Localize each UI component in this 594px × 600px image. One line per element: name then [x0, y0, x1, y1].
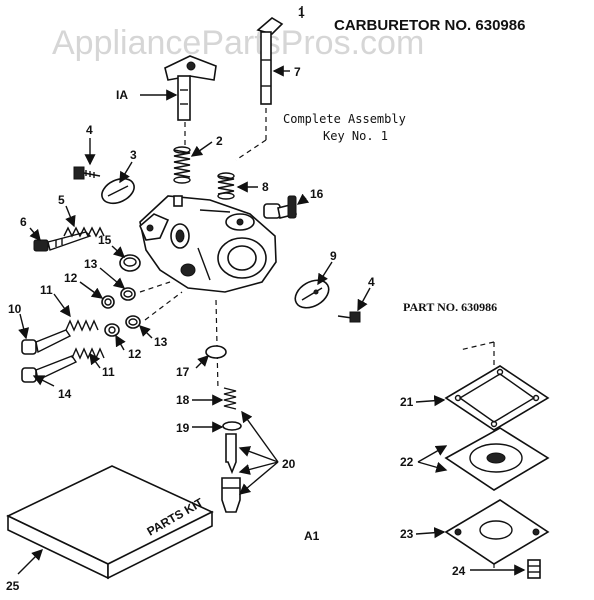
callout-5: 5: [58, 193, 65, 207]
part-15-welch-plug: [119, 254, 141, 272]
part-23-cover: [444, 499, 550, 565]
callout-2: 2: [216, 134, 223, 148]
callout-23: 23: [400, 527, 414, 541]
callout-25: 25: [6, 579, 20, 593]
part-18-spring: [223, 387, 237, 410]
callout-12-lower: 12: [128, 347, 142, 361]
callout-1: 1: [298, 5, 305, 19]
callout-4-lower: 4: [368, 275, 375, 289]
callout-16: 16: [310, 187, 324, 201]
callout-leaders: [17, 65, 526, 576]
callout-9: 9: [330, 249, 337, 263]
callout-4-upper: 4: [86, 123, 93, 137]
part-19-washer: [222, 421, 242, 431]
part-14-idle-needle: [21, 355, 78, 383]
diagram-title: CARBURETOR NO. 630986: [334, 17, 525, 34]
callout-17: 17: [176, 365, 190, 379]
callout-11-upper: 11: [40, 283, 53, 297]
callout-6: 6: [20, 215, 27, 229]
callout-3: 3: [130, 148, 137, 162]
part-7-throttle-shaft: [235, 17, 284, 161]
watermark-text: AppliancePartsPros.com: [52, 24, 424, 62]
part-12-washer-lower: [104, 323, 120, 337]
part-17-plug: [205, 345, 227, 359]
part-9-throttle-plate: [294, 279, 330, 309]
part-2-spring: [173, 146, 191, 184]
callout-13-lower: 13: [154, 335, 168, 349]
assembly-note-line1: Complete Assembly: [283, 112, 406, 126]
part-4-screw-lower: [337, 311, 361, 323]
callout-8: 8: [262, 180, 269, 194]
part-16-fuel-fitting: [263, 195, 297, 219]
callout-22: 22: [400, 455, 414, 469]
callout-19: 19: [176, 421, 190, 435]
part-number-label: PART NO. 630986: [403, 300, 497, 314]
bottom-mark: A1: [304, 529, 320, 543]
guide-line-upper: [139, 281, 171, 293]
part-13-o-ring-lower: [125, 315, 141, 329]
callout-14: 14: [58, 387, 72, 401]
part-4-screw-upper: [73, 166, 101, 180]
part-8-spring: [217, 172, 235, 200]
part-25-parts-kit-package: PARTS KIT: [6, 465, 214, 580]
callout-7: 7: [294, 65, 301, 79]
part-6-needle-screw: [33, 231, 92, 252]
part-12-washer-upper: [101, 295, 115, 309]
callout-20: 20: [282, 457, 296, 471]
part-11-spring-lower: [71, 347, 105, 360]
carburetor-body: [139, 195, 277, 293]
part-20-inlet-needle-seat: [221, 433, 241, 513]
part-11-spring-upper: [65, 319, 99, 332]
part-21-gasket: [444, 365, 550, 431]
part-22-diaphragm: [444, 427, 550, 491]
callout-15: 15: [98, 233, 112, 247]
part-5-spring: [63, 226, 105, 238]
part-24-screw: [527, 559, 541, 579]
callout-13-upper: 13: [84, 257, 98, 271]
callout-18: 18: [176, 393, 190, 407]
callout-1a: IA: [116, 88, 128, 102]
part-10-mixture-needle: [21, 329, 72, 355]
callout-10: 10: [8, 302, 22, 316]
assembly-note-line2: Key No. 1: [323, 129, 388, 143]
part-3-choke-plate: [101, 177, 135, 205]
callout-21: 21: [400, 395, 414, 409]
part-13-o-ring-upper: [120, 287, 136, 301]
part-1a-choke-shaft: [164, 55, 217, 148]
guide-line-lower: [144, 291, 183, 321]
callout-24: 24: [452, 564, 466, 578]
callout-11-lower: 11: [102, 365, 115, 379]
gasket-guide-top-2: [459, 341, 495, 351]
callout-12-upper: 12: [64, 271, 78, 285]
vertical-axis-line: [215, 299, 219, 391]
